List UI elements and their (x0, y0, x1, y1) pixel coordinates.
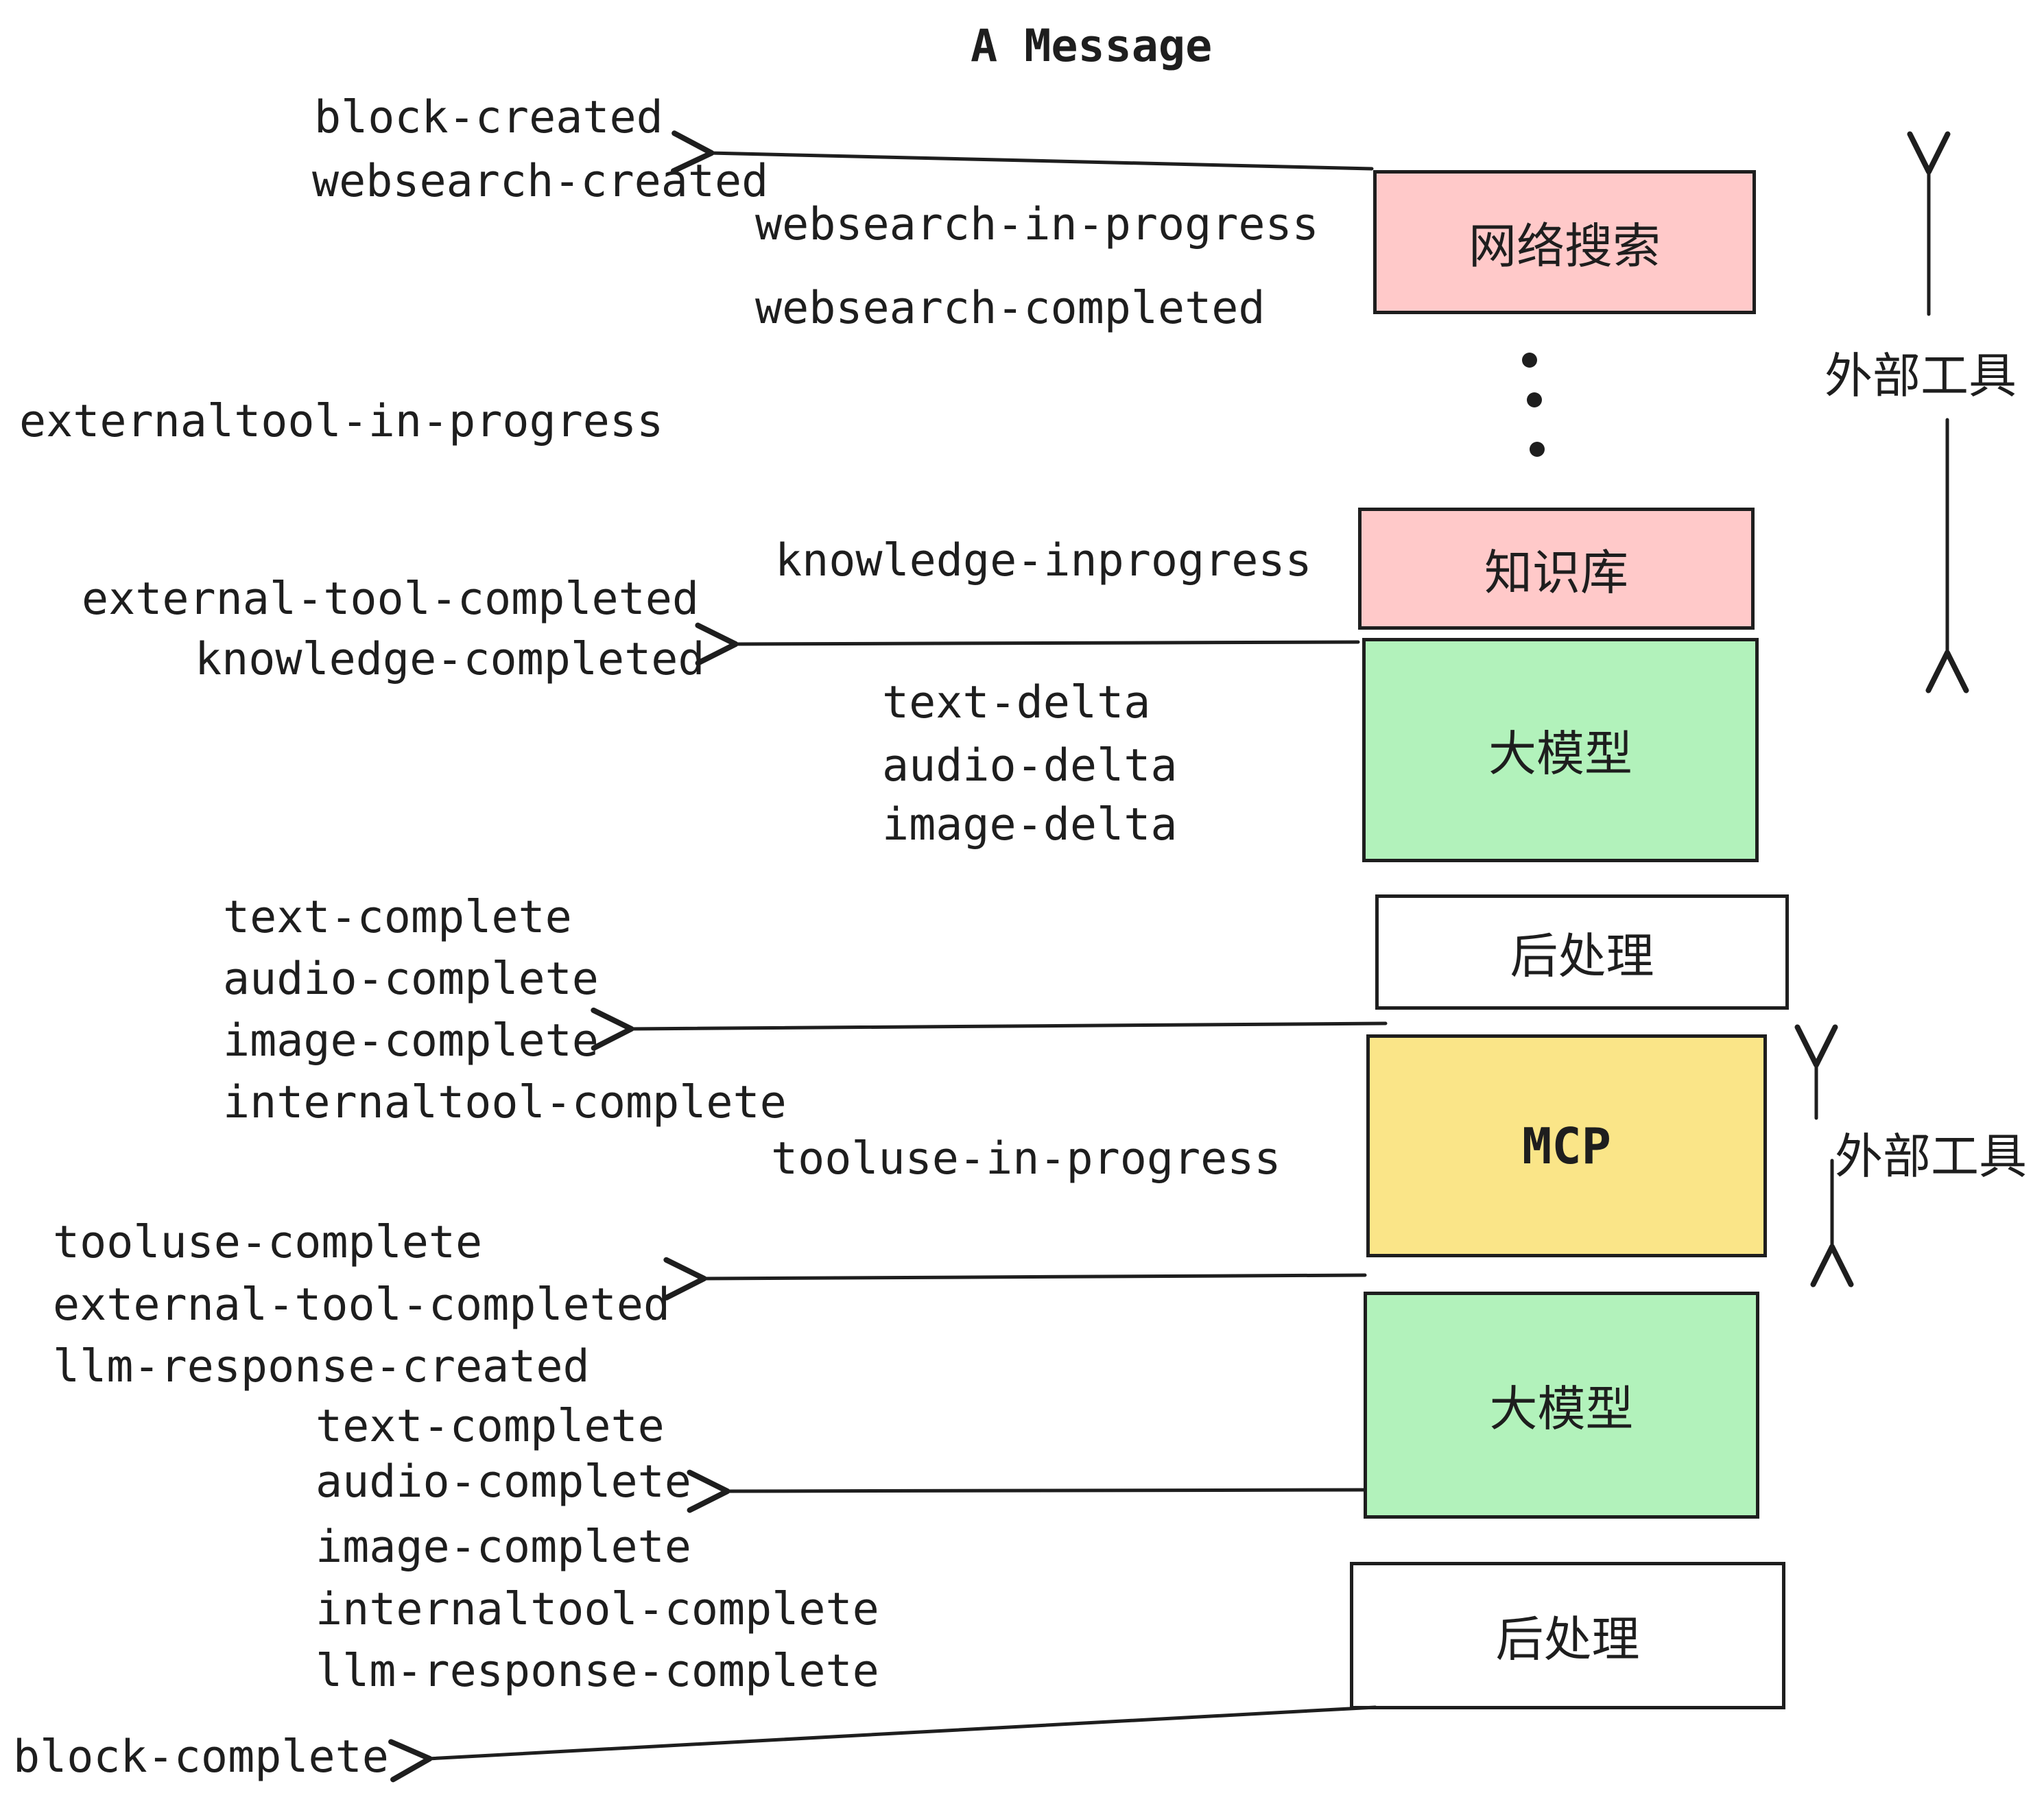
external-tools-label-mid: 外部工具 (1835, 1128, 2027, 1185)
event-llm-response-created: llm-response-created (53, 1341, 590, 1392)
event-knowledge-inprogress: knowledge-inprogress (775, 535, 1312, 586)
event-block-created: block-created (314, 92, 663, 143)
diagram-title: A Message (971, 21, 1213, 72)
box-mcp: MCP (1366, 1034, 1767, 1257)
box-postprocess-1: 后处理 (1375, 894, 1789, 1010)
event-external-tool-completed-2: external-tool-completed (53, 1279, 671, 1331)
event-audio-complete-1: audio-complete (223, 953, 599, 1005)
event-tooluse-in-progress: tooluse-in-progress (771, 1133, 1281, 1185)
event-llm-response-complete: llm-response-complete (316, 1646, 879, 1697)
event-internaltool-complete-2: internaltool-complete (316, 1584, 879, 1635)
event-knowledge-completed: knowledge-completed (195, 634, 705, 685)
ellipsis-dots (1522, 353, 1545, 457)
arrow-knowledge-completed (695, 622, 1360, 666)
event-image-complete-1: image-complete (223, 1015, 599, 1067)
event-audio-complete-2: audio-complete (316, 1456, 691, 1508)
event-text-complete-2: text-complete (316, 1401, 665, 1452)
box-llm-1: 大模型 (1362, 638, 1759, 862)
event-websearch-in-progress: websearch-in-progress (755, 199, 1319, 250)
event-externaltool-in-progress: externaltool-in-progress (19, 396, 664, 447)
arrow-image-complete (591, 1007, 1388, 1051)
event-audio-delta-1: audio-delta (882, 740, 1178, 792)
box-llm-2: 大模型 (1364, 1292, 1759, 1519)
box-websearch: 网络搜索 (1373, 170, 1756, 314)
event-image-complete-2: image-complete (316, 1521, 691, 1573)
arrow-tooluse-complete (663, 1257, 1367, 1301)
arrow-block-complete (388, 1705, 1377, 1783)
event-image-delta-1: image-delta (882, 799, 1178, 851)
arrow-audio-complete (687, 1469, 1366, 1513)
event-block-complete: block-complete (13, 1731, 389, 1783)
box-knowledge: 知识库 (1358, 508, 1755, 630)
event-internaltool-complete-1: internaltool-complete (223, 1077, 787, 1128)
box-postprocess-2: 后处理 (1350, 1562, 1785, 1709)
event-websearch-created: websearch-created (312, 156, 769, 207)
event-text-delta-1: text-delta (882, 677, 1151, 728)
external-tools-label-top: 外部工具 (1825, 348, 2017, 404)
arrow-websearch-created (670, 130, 1374, 174)
event-websearch-completed: websearch-completed (755, 283, 1265, 334)
event-tooluse-complete: tooluse-complete (53, 1217, 483, 1268)
event-text-complete-1: text-complete (223, 892, 572, 943)
event-external-tool-completed-1: external-tool-completed (82, 573, 700, 625)
